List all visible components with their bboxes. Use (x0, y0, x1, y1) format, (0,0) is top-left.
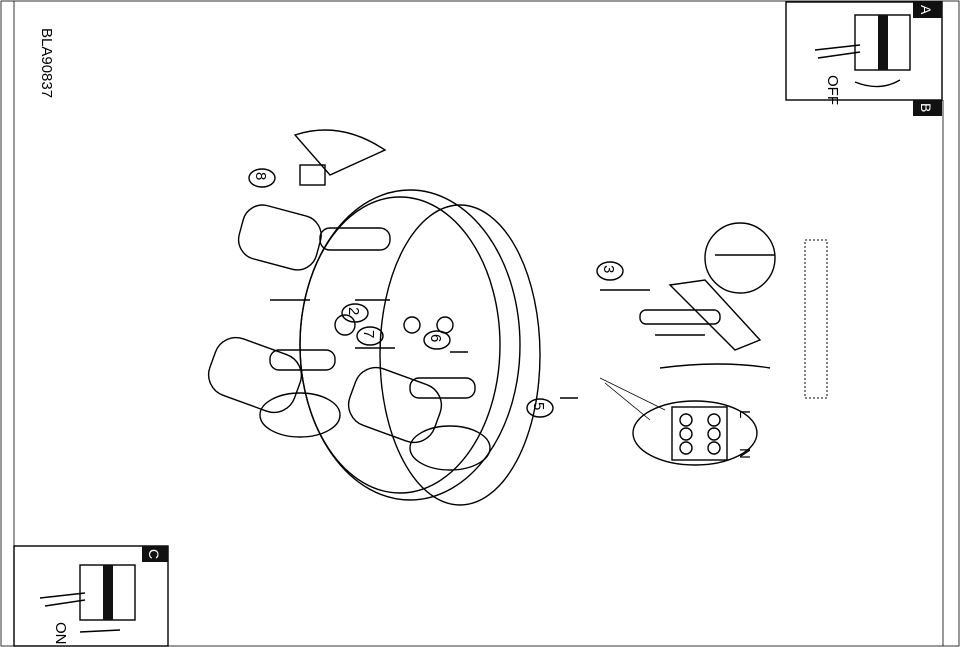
panel-b-letter: B (918, 103, 934, 112)
callout-3: 3 (600, 265, 617, 273)
power-cable (659, 363, 771, 369)
arrow-icon (79, 629, 121, 633)
panel-a-tab (913, 2, 942, 18)
panel-a-letter: A (918, 5, 934, 15)
callout-5: 5 (530, 402, 547, 410)
terminal-live-label: L (736, 410, 753, 418)
screw (600, 289, 705, 336)
callout-8: 8 (252, 172, 269, 180)
mounting-bracket (668, 279, 762, 351)
callout-2: 2 (345, 307, 362, 315)
hand-icon (39, 592, 86, 607)
spotlight-head (207, 336, 303, 414)
panel-c-tab (142, 546, 168, 562)
terminal-block-zoom: L N (599, 377, 758, 466)
wall-mounting-detail (600, 222, 828, 399)
hand-icon (814, 44, 861, 59)
arrow-icon (854, 79, 901, 88)
spotlight-head (347, 366, 443, 444)
arrows (270, 299, 578, 399)
callout-6: 6 (427, 334, 444, 342)
spotlight-head (237, 204, 322, 271)
wall-plug-zoom (704, 222, 776, 294)
callout-7: 7 (360, 330, 377, 338)
callout-numbers: 8 2 7 6 3 5 (248, 168, 624, 418)
document-code: BLA90837 (38, 28, 55, 98)
panel-a-switch-off: A OFF (785, 1, 943, 105)
gu10-bulb (293, 129, 387, 176)
panel-a-caption: OFF (824, 75, 841, 105)
panel-c-switch-on: C ON (13, 545, 169, 647)
panel-c-letter: C (146, 549, 162, 559)
wall-plug (639, 309, 721, 325)
terminal-neutral-label: N (736, 448, 753, 459)
lamp-exploded-view (207, 129, 578, 506)
panel-c-caption: ON (52, 622, 69, 645)
panel-b-tab (913, 100, 942, 116)
lamp-backplate (299, 189, 521, 501)
